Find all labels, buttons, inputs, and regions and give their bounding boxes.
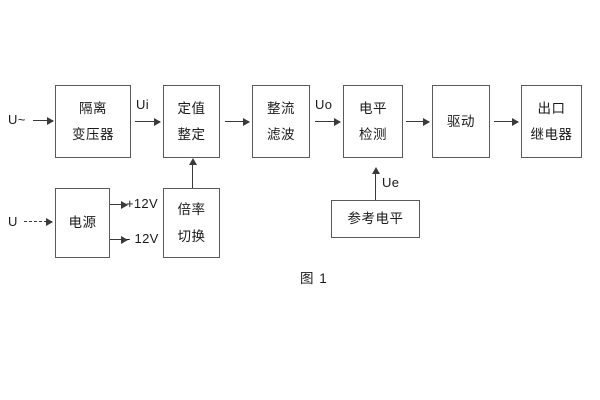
signal-label-ui: Ui <box>136 97 149 112</box>
block-setting-value-line1: 定值 <box>177 100 206 116</box>
block-output-relay-line1: 出口 <box>537 100 566 116</box>
arrow-reference-level-to-level-detection <box>371 167 380 200</box>
signal-label-ue: Ue <box>382 175 400 190</box>
power-rail-positive-label: +12V <box>126 196 158 211</box>
block-isolation-transformer-line2: 变压器 <box>72 127 114 142</box>
power-rail-negative-label: - 12V <box>126 231 159 246</box>
arrow-power-supply-positive-rail <box>110 200 128 209</box>
block-drive: 驱动 <box>432 85 490 158</box>
block-ratio-switch-line1: 倍率 <box>177 202 206 217</box>
ac-input-label: U~ <box>8 112 26 127</box>
block-output-relay: 出口 继电器 <box>521 85 582 158</box>
block-level-detection-line2: 检测 <box>359 127 387 142</box>
block-setting-value-line2: 整定 <box>177 127 206 142</box>
arrow-isolation-transformer-to-setting-value <box>135 117 161 126</box>
arrow-rectify-filter-to-level-detection <box>315 117 341 126</box>
arrow-level-detection-to-drive <box>406 117 430 126</box>
block-output-relay-line2: 继电器 <box>530 127 573 142</box>
block-reference-level-line1: 参考电平 <box>347 211 404 227</box>
block-level-detection-line1: 电平 <box>359 100 387 116</box>
block-rectify-filter: 整流 滤波 <box>252 85 310 158</box>
block-drive-line1: 驱动 <box>447 113 475 129</box>
block-reference-level: 参考电平 <box>331 200 420 238</box>
figure-caption: 图 1 <box>300 271 328 286</box>
arrow-ratio-switch-to-setting-value <box>188 158 197 188</box>
block-rectify-filter-line1: 整流 <box>267 100 295 116</box>
arrow-setting-value-to-rectify-filter <box>225 117 250 126</box>
arrow-dc-input-to-power-supply <box>24 217 53 226</box>
arrow-drive-to-output-relay <box>494 117 519 126</box>
arrow-power-supply-negative-rail <box>110 235 128 244</box>
arrow-ac-input-to-isolation-transformer <box>33 116 54 125</box>
block-setting-value: 定值 整定 <box>163 85 220 158</box>
block-level-detection: 电平 检测 <box>343 85 403 158</box>
block-isolation-transformer-line1: 隔离 <box>79 100 107 116</box>
block-ratio-switch-line2: 切换 <box>177 228 206 244</box>
block-rectify-filter-line2: 滤波 <box>267 127 295 142</box>
block-ratio-switch: 倍率 切换 <box>163 188 220 258</box>
signal-label-uo: Uo <box>315 97 333 112</box>
block-isolation-transformer: 隔离 变压器 <box>55 85 131 158</box>
block-power-supply: 电源 <box>55 188 110 258</box>
block-power-supply-line1: 电源 <box>68 215 97 231</box>
dc-input-label: U <box>8 214 18 229</box>
